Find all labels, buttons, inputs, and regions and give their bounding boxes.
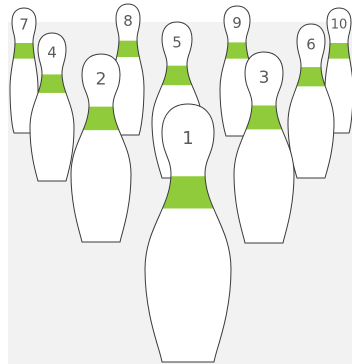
pin-number: 10: [331, 17, 348, 32]
pin-number: 2: [96, 69, 107, 89]
pin-number: 7: [19, 15, 29, 33]
pin-number: 9: [232, 14, 242, 32]
pin-number: 3: [259, 68, 270, 88]
pin-number: 5: [172, 34, 182, 52]
pin-number: 1: [182, 128, 193, 149]
pin-number: 8: [123, 12, 133, 30]
pin-number: 4: [47, 43, 57, 61]
pin-number: 6: [306, 35, 316, 53]
